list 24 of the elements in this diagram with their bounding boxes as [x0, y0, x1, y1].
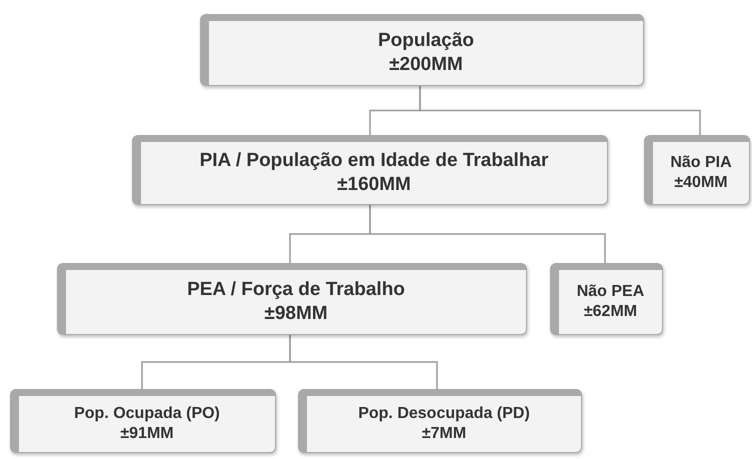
category-box — [10, 389, 276, 453]
category-box — [200, 14, 644, 86]
category-name: Pop. Desocupada (PD) — [358, 404, 530, 424]
category-name: Não PIA — [670, 153, 732, 173]
category-name: PIA / População em Idade de Trabalhar — [200, 149, 548, 173]
category-box — [132, 135, 608, 205]
category-name: PEA / Força de Trabalho — [187, 278, 405, 302]
population-value: ±40MM — [674, 173, 728, 193]
category-name: Pop. Ocupada (PO) — [74, 404, 220, 424]
population-value: ±62MM — [584, 302, 638, 322]
connector-line — [419, 86, 701, 135]
category-name: População — [378, 29, 474, 53]
connector-line — [289, 335, 438, 389]
population-value: ±160MM — [337, 173, 411, 197]
population-value: ±98MM — [264, 302, 328, 326]
category-box — [550, 263, 663, 335]
population-value: ±7MM — [422, 424, 466, 444]
category-name: Não PEA — [576, 282, 644, 302]
category-box — [57, 263, 527, 335]
category-box — [644, 135, 750, 205]
population-value: ±91MM — [120, 424, 174, 444]
category-box — [298, 389, 582, 453]
connector-line — [369, 205, 606, 263]
population-value: ±200MM — [389, 53, 463, 77]
